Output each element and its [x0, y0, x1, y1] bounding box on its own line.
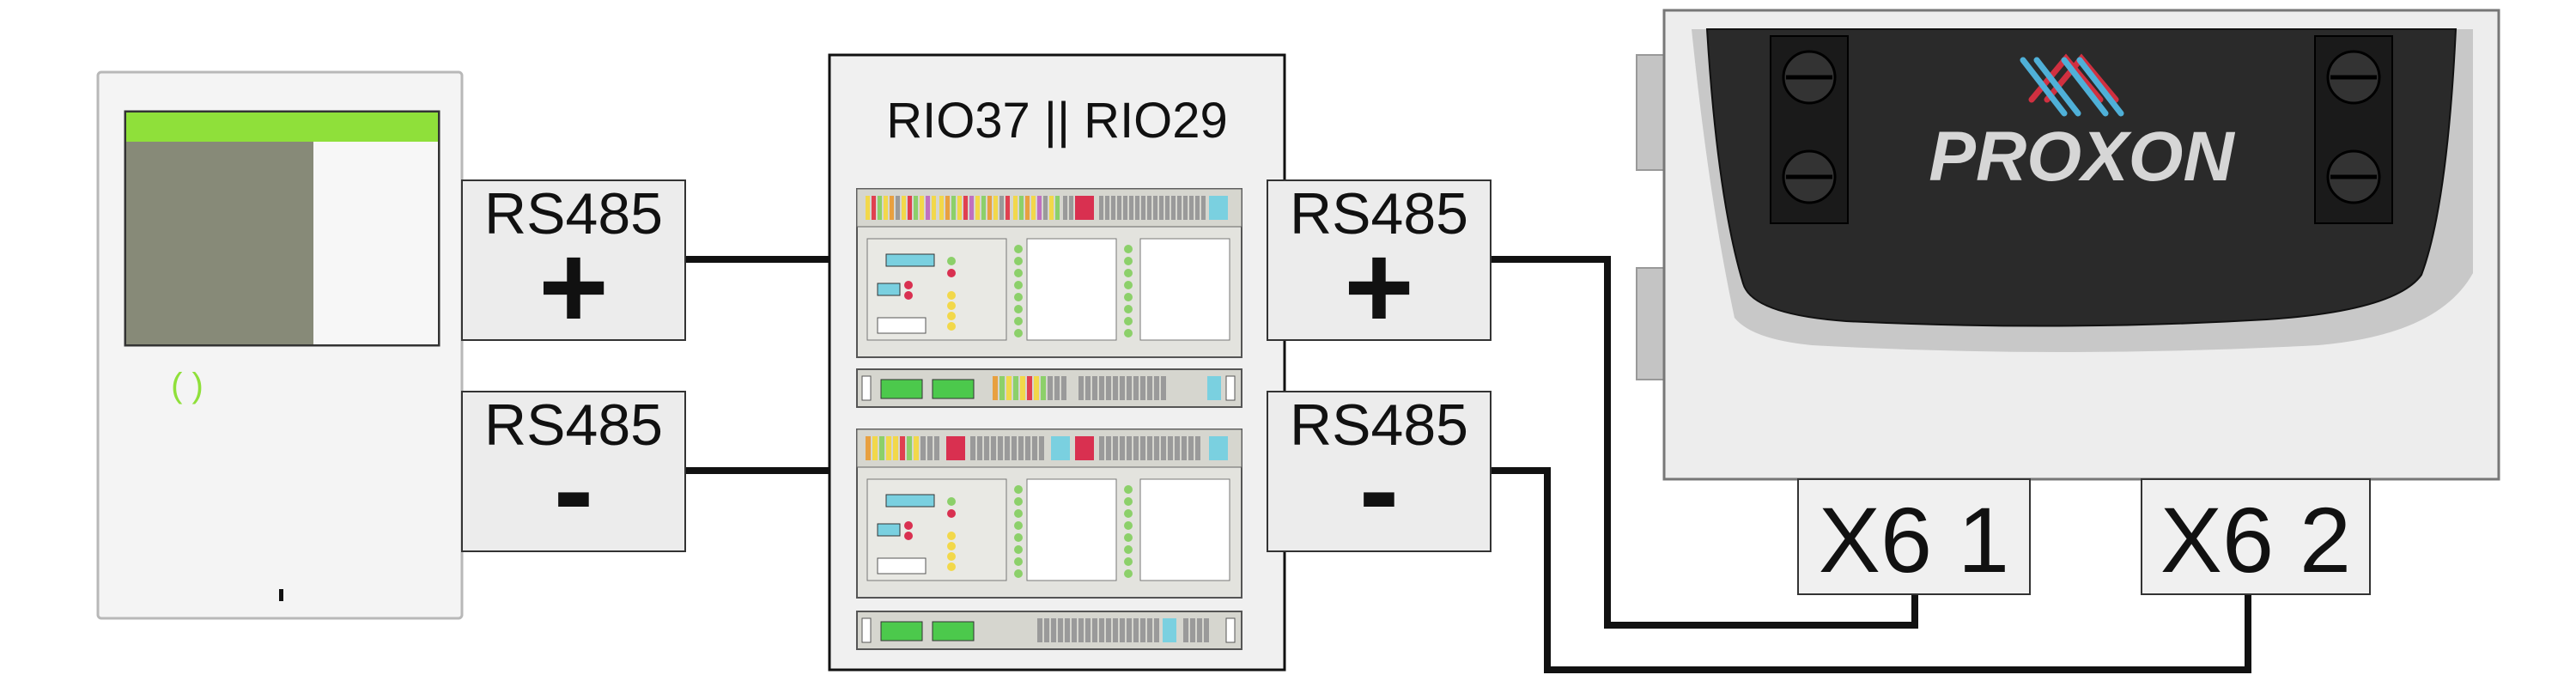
terminal-strip-top — [866, 436, 1228, 460]
terminal-label: RS485 — [1290, 392, 1468, 458]
connector-x6-2: X6 2 — [2141, 478, 2371, 595]
connector-label: X6 2 — [2160, 488, 2351, 592]
unit-left-bracket — [1770, 35, 1849, 224]
led-column-1 — [1014, 245, 1023, 337]
led-column-2 — [1124, 245, 1133, 337]
controller-title: RIO37 || RIO29 — [886, 93, 1228, 149]
ventilation-unit: PROXON — [1636, 9, 2500, 481]
display-content-area — [126, 142, 313, 344]
led-column-1 — [1014, 485, 1023, 578]
unit-side-tab-bottom — [1636, 267, 1667, 380]
brand-logo-icon — [2020, 53, 2124, 117]
terminal-strip-b-bottom — [856, 611, 1242, 650]
wires — [685, 256, 2251, 673]
terminal-left-minus: RS485 - — [461, 391, 686, 556]
terminal-label: RS485 — [1290, 181, 1468, 246]
display-slot-icon — [279, 589, 283, 601]
terminal-sign-minus: - — [1359, 422, 1400, 556]
display-panel: ( ) — [96, 70, 464, 620]
io-module-b — [856, 429, 1242, 599]
terminal-sign-plus: + — [1344, 219, 1414, 354]
connector-label: X6 1 — [1819, 488, 2009, 592]
terminal-right-minus: RS485 - — [1267, 391, 1492, 556]
terminal-label: RS485 — [484, 181, 663, 246]
connector-x6-1: X6 1 — [1797, 478, 2031, 595]
display-indicator: ( ) — [171, 367, 204, 404]
terminal-right-plus: RS485 + — [1267, 179, 1492, 354]
led-column-2 — [1124, 485, 1133, 578]
display-side-area — [313, 142, 438, 344]
terminal-sign-plus: + — [538, 219, 609, 354]
brand-name: PROXON — [1929, 118, 2235, 196]
terminal-sign-minus: - — [554, 422, 594, 556]
wire-plus-to-x6-1 — [1491, 256, 1918, 629]
unit-front-panel — [1705, 28, 2458, 327]
terminal-strip-a-bottom — [856, 368, 1242, 408]
terminal-left-plus: RS485 + — [461, 179, 686, 354]
terminal-label: RS485 — [484, 392, 663, 458]
io-module-a — [856, 188, 1242, 358]
wire-minus-to-x6-2 — [1491, 467, 2251, 673]
unit-side-tab-top — [1636, 54, 1667, 171]
display-status-bar — [126, 112, 438, 142]
terminal-strip-top — [866, 196, 1228, 220]
unit-right-bracket — [2314, 35, 2393, 224]
controller-cabinet: RIO37 || RIO29 — [828, 53, 1286, 672]
